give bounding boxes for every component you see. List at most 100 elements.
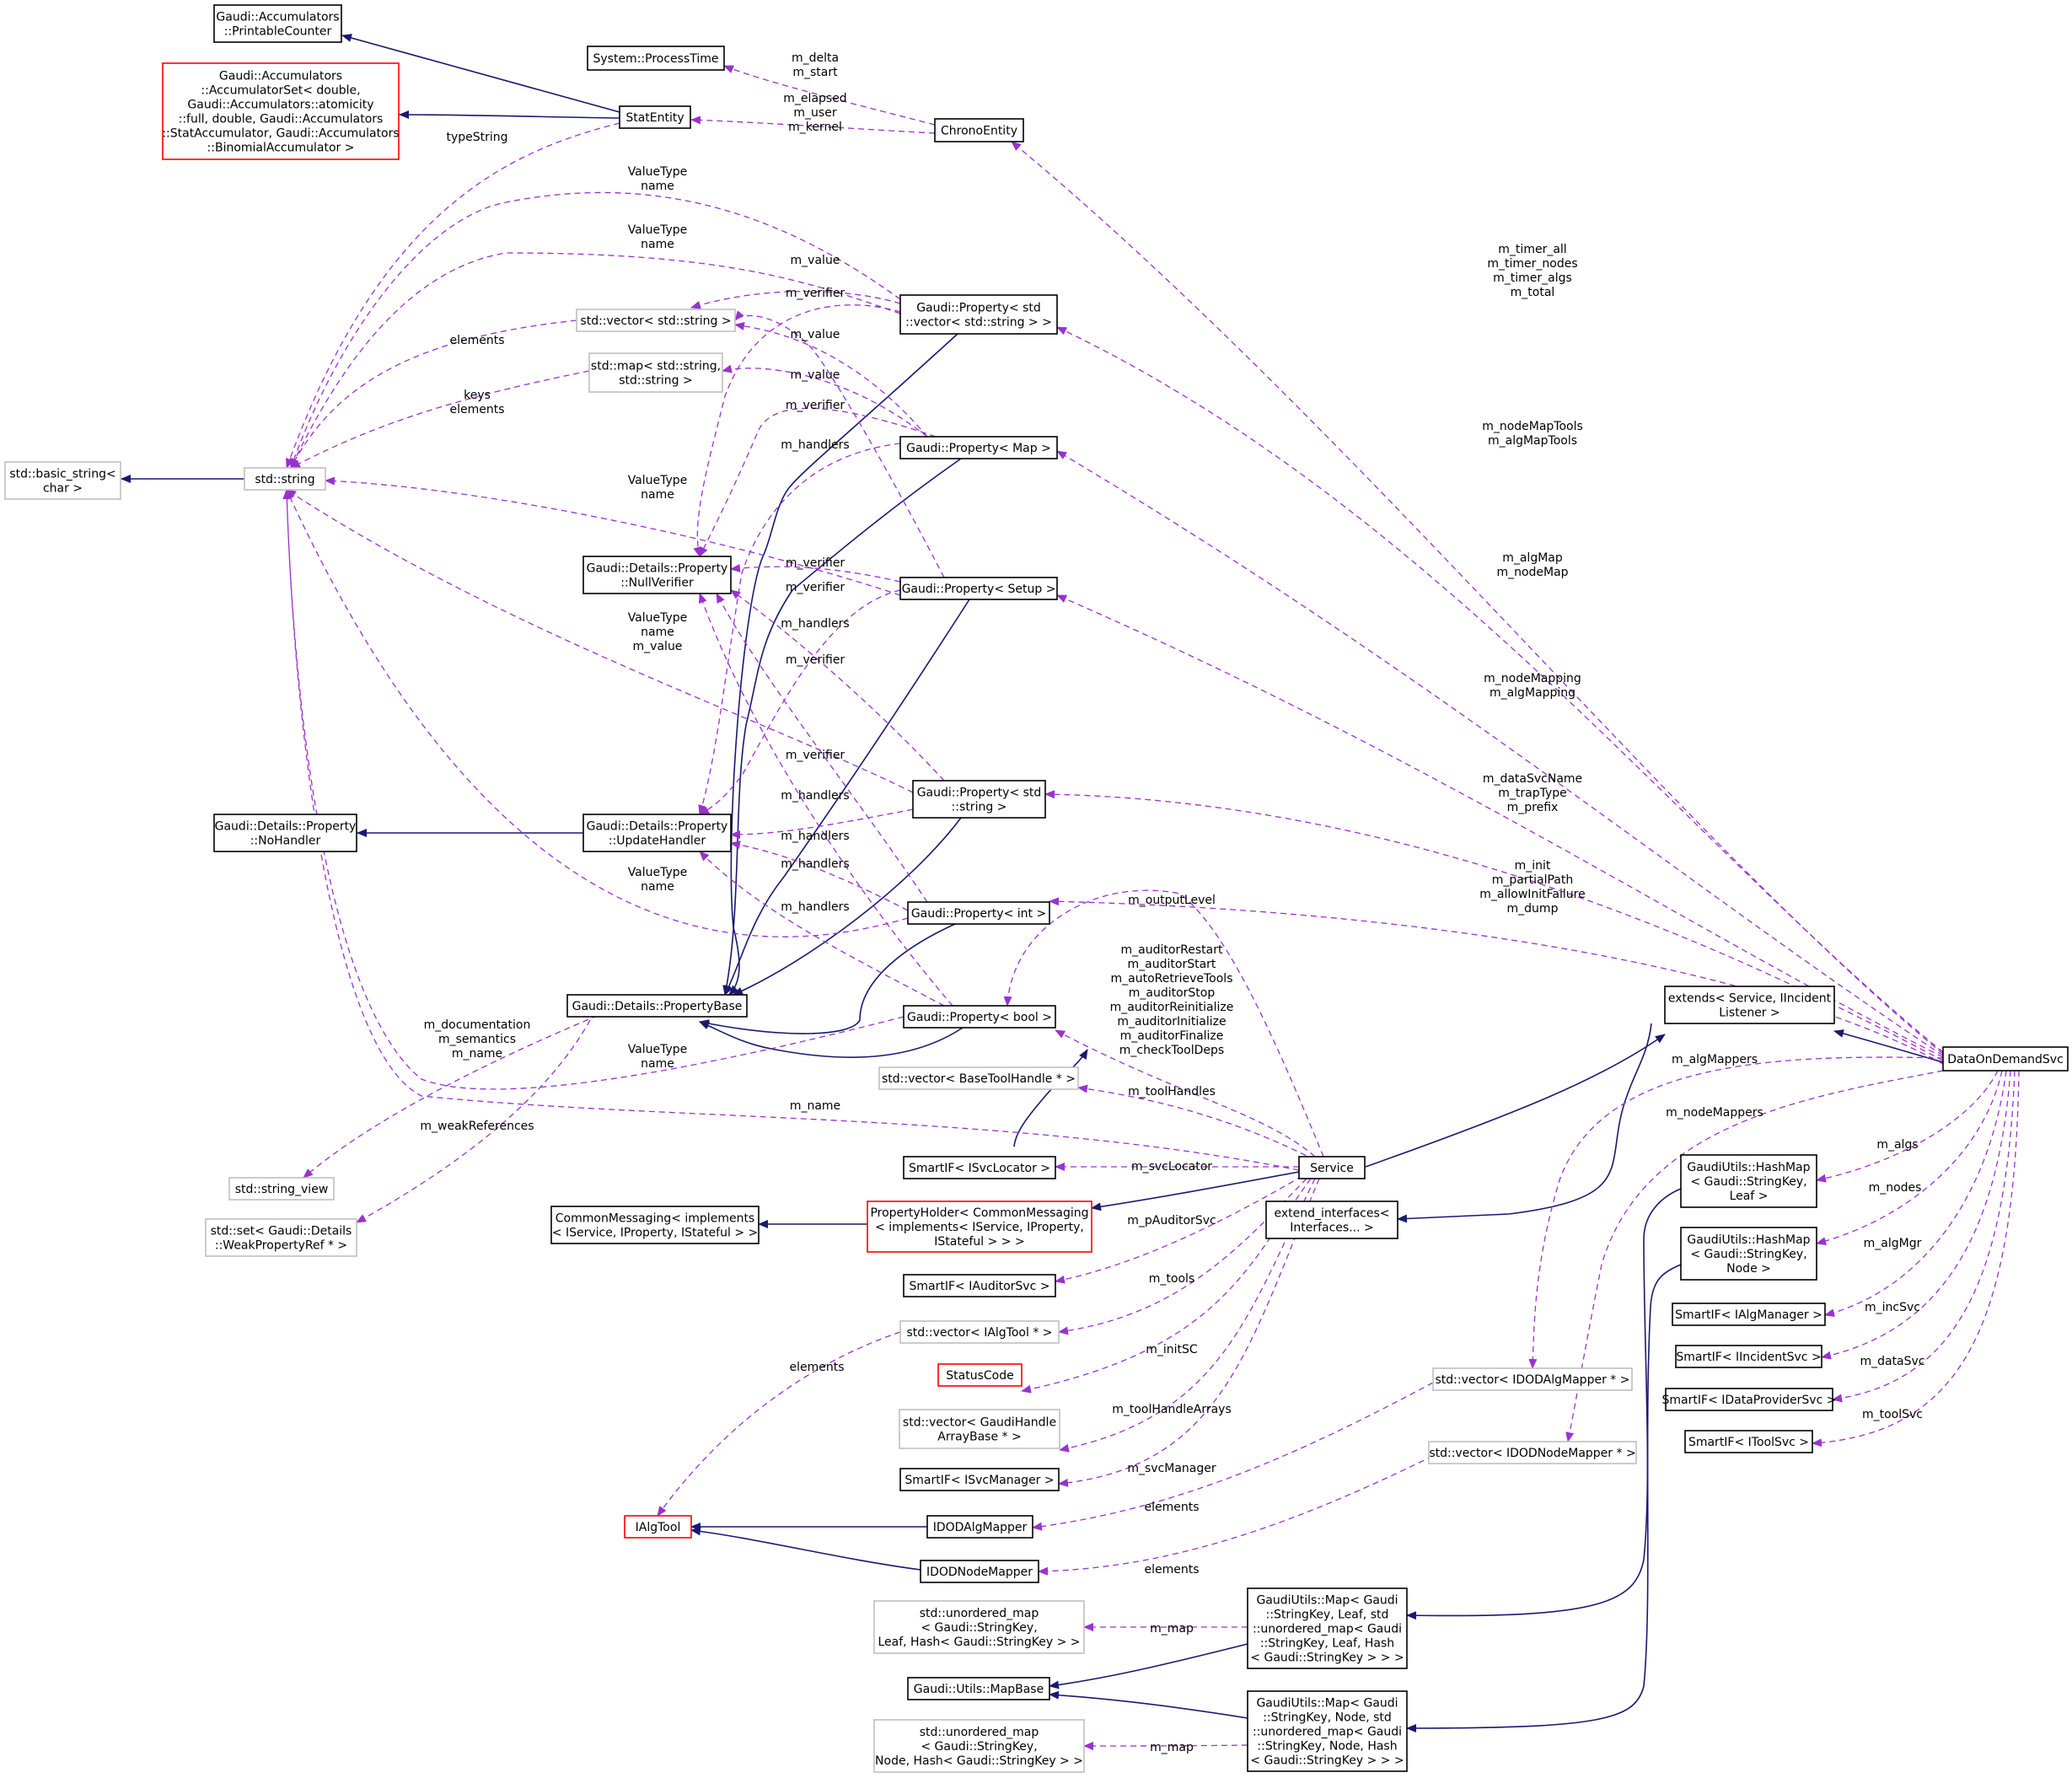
class-node-prop-setup[interactable]: Gaudi::Property< Setup > — [899, 577, 1058, 600]
node-box — [1247, 1690, 1408, 1772]
node-label-line: < Gaudi::StringKey > > > — [1250, 1652, 1404, 1665]
edge-label-line: m_verifier — [786, 287, 845, 300]
class-node-smartif-dataprovider[interactable]: SmartIF< IDataProviderSvc > — [1662, 1388, 1837, 1411]
edge-label-line: m_algs — [1876, 1138, 1918, 1152]
class-node-smartif-algmanager[interactable]: SmartIF< IAlgManager > — [1672, 1303, 1826, 1326]
class-node-chrono-entity[interactable]: ChronoEntity — [934, 118, 1024, 142]
node-label-line: ::NoHandler — [250, 835, 321, 848]
class-node-gaudi-map-node[interactable]: GaudiUtils::Map< Gaudi::StringKey, Node,… — [1247, 1690, 1408, 1772]
class-node-unordered-leaf: std::unordered_map< Gaudi::StringKey, Le… — [873, 1600, 1085, 1654]
class-node-prop-bool[interactable]: Gaudi::Property< bool > — [903, 1005, 1056, 1029]
class-node-process-time[interactable]: System::ProcessTime — [587, 46, 725, 71]
edge-label-line: m_algMappers — [1672, 1053, 1758, 1066]
node-box — [903, 1274, 1056, 1297]
node-label-line: std::basic_string< — [9, 468, 115, 481]
class-node-prop-int[interactable]: Gaudi::Property< int > — [907, 901, 1050, 925]
class-node-accumulator-set[interactable]: Gaudi::Accumulators::AccumulatorSet< dou… — [162, 62, 400, 160]
class-node-null-verifier[interactable]: Gaudi::Details::Property::NullVerifier — [582, 556, 732, 594]
node-box — [903, 1005, 1056, 1029]
class-node-common-messaging[interactable]: CommonMessaging< implements< IService, I… — [550, 1206, 760, 1244]
class-node-prop-string[interactable]: Gaudi::Property< std::string > — [912, 780, 1046, 819]
class-node-vector-algmapper: std::vector< IDODAlgMapper * > — [1432, 1367, 1633, 1391]
edge-label-output-level: m_outputLevel — [1128, 894, 1216, 907]
usage-edge — [1056, 450, 1944, 1056]
usage-edge — [1528, 1056, 1944, 1369]
class-node-smartif-svcmanager[interactable]: SmartIF< ISvcManager > — [899, 1468, 1060, 1491]
node-label-line: std::vector< GaudiHandle — [903, 1416, 1056, 1430]
node-box — [588, 352, 723, 393]
edge-label-line: m_dump — [1507, 902, 1559, 916]
class-node-smartif-toolsvc[interactable]: SmartIF< IToolSvc > — [1684, 1430, 1813, 1453]
usage-edge — [1816, 1070, 2003, 1246]
class-node-prop-vector[interactable]: Gaudi::Property< std::vector< std::strin… — [899, 294, 1058, 335]
node-label-line: std::set< Gaudi::Details — [211, 1225, 352, 1238]
usage-edge — [1812, 1070, 2020, 1448]
inheritance-edge — [724, 599, 970, 996]
edge-label-line: ValueType — [628, 474, 688, 487]
class-node-extend-interfaces[interactable]: extend_interfaces<Interfaces... > — [1265, 1201, 1398, 1239]
node-label-line: Gaudi::Accumulators — [219, 70, 342, 83]
class-node-smartif-incident[interactable]: SmartIF< IIncidentSvc > — [1675, 1345, 1822, 1368]
edge-label-line: m_value — [791, 328, 840, 341]
class-node-hashmap-leaf[interactable]: GaudiUtils::HashMap< Gaudi::StringKey, L… — [1680, 1154, 1817, 1208]
class-node-status-code[interactable]: StatusCode — [937, 1363, 1023, 1387]
class-node-smartif-svclocator[interactable]: SmartIF< ISvcLocator > — [903, 1156, 1056, 1179]
usage-edge — [699, 407, 937, 557]
edge-label-line: m_verifier — [786, 399, 845, 412]
class-node-map-base[interactable]: Gaudi::Utils::MapBase — [907, 1677, 1050, 1700]
class-node-ialgtool[interactable]: IAlgTool — [624, 1515, 692, 1539]
node-box — [899, 294, 1058, 335]
usage-edge — [690, 290, 901, 309]
node-label-line: ChronoEntity — [941, 125, 1017, 138]
edge-label-line: m_handlers — [781, 900, 849, 914]
class-node-gaudi-map-leaf[interactable]: GaudiUtils::Map< Gaudi::StringKey, Leaf,… — [1247, 1587, 1408, 1669]
class-node-stat-entity[interactable]: StatEntity — [619, 105, 691, 129]
node-box — [1942, 1046, 2069, 1072]
usage-edge — [1083, 1741, 1248, 1750]
class-node-hashmap-node[interactable]: GaudiUtils::HashMap< Gaudi::StringKey, N… — [1680, 1227, 1817, 1281]
edge-label-m-handlers-6: m_handlers — [781, 900, 849, 914]
edge-label-line: m_trapType — [1498, 787, 1567, 800]
edge-label-line: m_nodes — [1869, 1181, 1922, 1195]
edge-label-node-mappers: m_nodeMappers — [1666, 1106, 1763, 1120]
edge-label-line: m_nodeMapTools — [1482, 420, 1583, 433]
class-node-smartif-auditor[interactable]: SmartIF< IAuditorSvc > — [903, 1274, 1056, 1297]
class-node-update-handler[interactable]: Gaudi::Details::Property::UpdateHandler — [582, 814, 732, 852]
node-box — [899, 1320, 1060, 1344]
node-label-line: Gaudi::Details::PropertyBase — [572, 1000, 743, 1013]
class-node-map-string: std::map< std::string,std::string > — [588, 352, 723, 393]
class-node-data-on-demand[interactable]: DataOnDemandSvc — [1942, 1046, 2069, 1072]
edge-label-line: m_dataSvcName — [1483, 772, 1582, 786]
edge-label-line: name — [641, 488, 674, 502]
node-label-line: SmartIF< ISvcManager > — [904, 1474, 1054, 1487]
class-node-property-base[interactable]: Gaudi::Details::PropertyBase — [566, 994, 748, 1018]
class-node-ido-algmapper[interactable]: IDODAlgMapper — [926, 1515, 1033, 1539]
edge-label-line: m_algMgr — [1864, 1237, 1922, 1250]
class-node-ido-nodemapper[interactable]: IDODNodeMapper — [920, 1560, 1039, 1583]
class-node-printable-counter[interactable]: Gaudi::Accumulators::PrintableCounter — [213, 4, 342, 43]
node-label-line: std::string_view — [235, 1183, 329, 1196]
edge-label-m-handlers-4: m_handlers — [781, 830, 849, 843]
edge-label-m-verifier-6: m_verifier — [786, 749, 845, 762]
class-node-no-handler[interactable]: Gaudi::Details::Property::NoHandler — [213, 814, 357, 852]
edge-label-line: m_map — [1150, 1741, 1194, 1754]
class-node-service[interactable]: Service — [1298, 1156, 1366, 1179]
node-label-line: std::vector< IDODAlgMapper * > — [1436, 1373, 1630, 1387]
edge-label-line: ValueType — [628, 1043, 688, 1056]
edge-label-line: m_auditorStart — [1128, 958, 1216, 971]
class-node-property-holder[interactable]: PropertyHolder< CommonMessaging< impleme… — [867, 1201, 1092, 1253]
usage-edge — [1058, 1178, 1307, 1335]
class-node-prop-map[interactable]: Gaudi::Property< Map > — [899, 436, 1058, 459]
edge-label-line: elements — [1144, 1501, 1199, 1514]
usage-edge — [356, 1019, 591, 1223]
node-label-line: < Gaudi::StringKey, — [1690, 1175, 1806, 1189]
inheritance-edge — [733, 817, 962, 996]
usage-edge — [1055, 1175, 1303, 1284]
edge-label-line: m_name — [790, 1099, 840, 1113]
